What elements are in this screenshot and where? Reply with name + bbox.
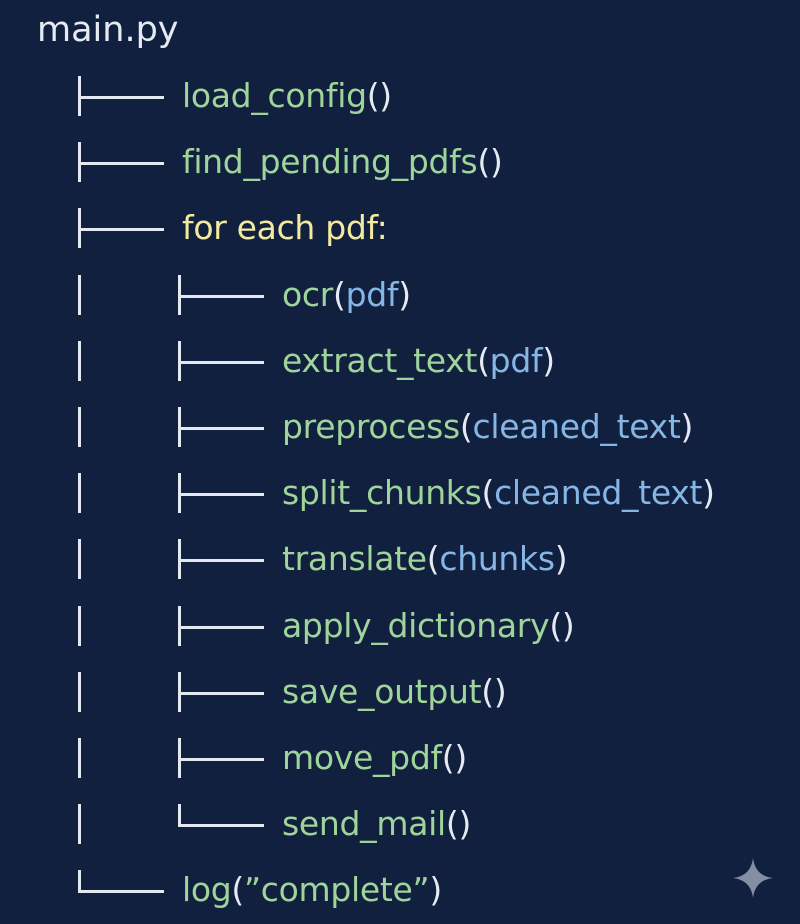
tree-node: apply_dictionary() (0, 592, 800, 658)
function-call-label: find_pending_pdfs() (182, 140, 503, 184)
function-name: apply_dictionary (282, 605, 550, 645)
open-paren: ( (549, 605, 562, 645)
function-name: load_config (182, 76, 367, 115)
open-paren: ( (426, 539, 440, 579)
tree-node: find_pending_pdfs() (0, 128, 800, 194)
function-call-label: ocr(pdf) (282, 273, 411, 317)
open-paren: ( (459, 407, 473, 446)
tree-connector-line (178, 559, 264, 563)
function-name: log (182, 870, 232, 910)
open-paren: ( (477, 340, 490, 380)
tree-node: extract_text(pdf) (0, 327, 800, 393)
function-call-label: apply_dictionary() (282, 604, 575, 648)
tree-trunk-line (78, 539, 81, 580)
open-paren: ( (231, 870, 244, 910)
tree-connector-line (78, 228, 164, 232)
function-call-label: move_pdf() (282, 736, 467, 780)
close-paren: ) (554, 539, 568, 579)
function-call-label: save_output() (282, 670, 507, 714)
tree-trunk-line (78, 274, 81, 315)
tree-trunk-line (78, 407, 81, 447)
tree-connector-line (78, 890, 164, 894)
tree-node: move_pdf() (0, 724, 800, 790)
close-paren: ) (680, 407, 694, 446)
tree-node: translate(chunks) (0, 525, 800, 591)
close-paren: ) (493, 671, 507, 711)
root-file-label: main.py (37, 10, 179, 50)
function-call-label: extract_text(pdf) (282, 339, 555, 383)
tree-connector-line (178, 625, 264, 629)
open-paren: ( (477, 142, 490, 182)
function-name: extract_text (282, 340, 478, 380)
close-paren: ) (379, 76, 392, 115)
function-name: find_pending_pdfs (182, 142, 478, 182)
close-paren: ) (542, 340, 555, 380)
tree-node: ocr(pdf) (0, 261, 800, 327)
tree-trunk-line (78, 671, 81, 712)
function-call-label: log(”complete”) (182, 868, 442, 912)
function-name: ocr (282, 274, 334, 314)
open-paren: ( (333, 274, 346, 314)
function-call-label: split_chunks(cleaned_text) (282, 471, 715, 515)
function-argument: pdf (345, 274, 399, 314)
close-paren: ) (458, 804, 472, 844)
tree-trunk-line (78, 738, 81, 778)
tree-connector-line (178, 691, 264, 695)
function-call-label: translate(chunks) (282, 537, 568, 581)
function-name: preprocess (282, 407, 460, 446)
tree-corner-line (178, 804, 181, 828)
tree-trunk-line (78, 804, 81, 845)
function-name: split_chunks (282, 473, 482, 513)
function-call-label: preprocess(cleaned_text) (282, 405, 693, 449)
tree-node: save_output() (0, 658, 800, 724)
tree-corner-line (78, 870, 81, 894)
tree-node: send_mail() (0, 790, 800, 856)
tree-trunk-line (78, 473, 81, 514)
tree-connector-line (78, 162, 164, 166)
tree-trunk-line (78, 605, 81, 646)
tree-node: preprocess(cleaned_text) (0, 393, 800, 459)
function-argument: pdf (489, 340, 543, 380)
tree-connector-line (178, 294, 264, 298)
loop-keyword: for each pdf: (182, 208, 388, 248)
close-paren: ) (398, 274, 411, 314)
function-name: move_pdf (282, 738, 442, 777)
tree-node: for each pdf: (0, 194, 800, 260)
open-paren: ( (441, 738, 455, 777)
tree-node: split_chunks(cleaned_text) (0, 459, 800, 525)
close-paren: ) (702, 473, 715, 513)
function-argument: cleaned_text (494, 473, 703, 513)
close-paren: ) (489, 142, 503, 182)
open-paren: ( (481, 671, 494, 711)
function-name: send_mail (282, 804, 446, 844)
open-paren: ( (445, 804, 459, 844)
loop-label: for each pdf: (182, 206, 388, 250)
close-paren: ) (429, 870, 442, 910)
function-name: translate (282, 539, 427, 579)
close-paren: ) (561, 605, 575, 645)
function-call-label: send_mail() (282, 802, 471, 846)
tree-node: load_config() (0, 62, 800, 128)
tree-node: log(”complete”) (0, 856, 800, 922)
function-name: save_output (282, 671, 482, 711)
tree-connector-line (178, 360, 264, 364)
close-paren: ) (454, 738, 467, 777)
open-paren: ( (481, 473, 495, 513)
tree-connector-line (78, 96, 164, 99)
sparkle-icon (733, 858, 773, 898)
function-call-label: load_config() (182, 74, 392, 118)
tree-connector-line (178, 824, 264, 828)
tree-connector-line (178, 493, 264, 497)
function-argument: ”complete” (243, 870, 430, 910)
tree-trunk-line (78, 340, 81, 381)
tree-connector-line (178, 427, 264, 430)
open-paren: ( (366, 76, 380, 115)
tree-connector-line (178, 758, 264, 761)
function-argument: chunks (439, 539, 555, 579)
function-argument: cleaned_text (472, 407, 681, 446)
